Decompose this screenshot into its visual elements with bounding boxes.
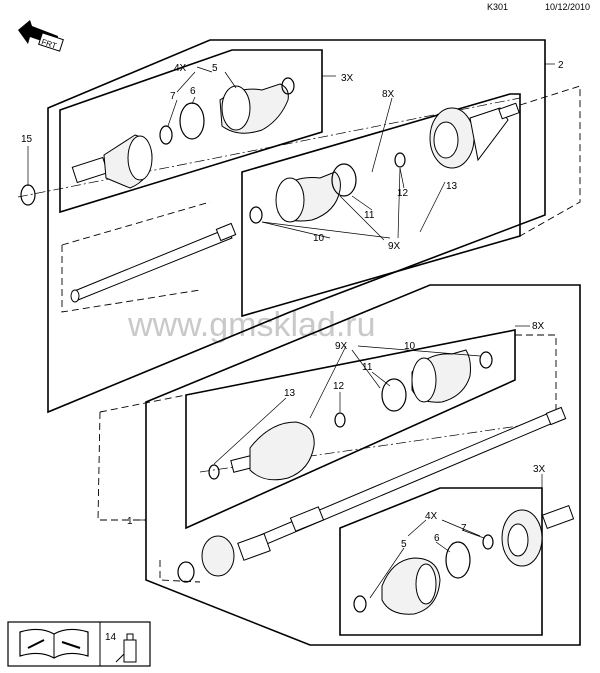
- label-1: 1: [127, 516, 133, 527]
- boot-5-lower: [381, 557, 441, 615]
- dash-lower-b: [99, 394, 187, 413]
- label-10-lower: 10: [404, 341, 416, 352]
- label-11-lower: 11: [362, 362, 373, 373]
- frame-outer-joint-kit-top: [59, 49, 323, 214]
- dash-upper-c: [519, 85, 581, 237]
- label-13-upper: 13: [446, 181, 458, 192]
- label-12-upper: 12: [397, 188, 409, 199]
- label-7-upper: 7: [170, 91, 176, 102]
- service-manual-icon: [19, 628, 89, 659]
- snap-ring-13-lower: [208, 464, 220, 480]
- clamp-small-upper: [281, 77, 295, 95]
- label-5-upper: 5: [212, 63, 218, 74]
- label-10-upper: 10: [313, 233, 325, 244]
- axis-upper: [17, 97, 521, 198]
- boot-5-upper: [219, 83, 289, 134]
- dash-lower-c: [515, 334, 557, 412]
- clamp-small-9-upper: [249, 206, 263, 224]
- outer-cv-joint-lower: [501, 504, 575, 567]
- label-14: 14: [105, 632, 117, 643]
- clamp-11-lower: [381, 378, 407, 412]
- dash-lower-a: [97, 411, 146, 521]
- drive-shaft-upper: [70, 222, 237, 303]
- grease-tube-icon: [115, 633, 137, 663]
- clamp-6-lower: [445, 541, 471, 579]
- label-2: 2: [558, 60, 564, 71]
- snap-ring-12-upper: [394, 152, 406, 168]
- frame-inner-joint-kit-lower: [185, 329, 516, 530]
- label-5-lower: 5: [401, 539, 407, 550]
- label-12-lower: 12: [333, 381, 345, 392]
- label-7-lower: 7: [461, 523, 467, 534]
- snap-ring-lower-left: [177, 561, 195, 583]
- dash-lower-d: [159, 560, 201, 583]
- label-3x-upper: 3X: [341, 73, 354, 84]
- clamp-small-lower: [353, 595, 367, 613]
- label-3x-lower: 3X: [533, 464, 546, 475]
- label-8x-upper: 8X: [382, 89, 395, 100]
- diagram-date: 10/12/2010: [545, 2, 590, 12]
- label-4x-upper: 4X: [174, 63, 187, 74]
- frame-assembly-1: [145, 284, 581, 646]
- label-13-lower: 13: [284, 388, 296, 399]
- snap-ring-12-lower: [334, 412, 346, 428]
- boot-10-lower: [411, 349, 471, 403]
- inner-tripod-joint-lower: [230, 421, 315, 481]
- inner-tripod-joint-upper: [429, 102, 520, 169]
- front-arrow-icon: FRT: [18, 20, 64, 52]
- label-4x-lower: 4X: [425, 511, 438, 522]
- intermediate-bearing-lower: [201, 533, 271, 577]
- label-15: 15: [21, 134, 33, 145]
- label-6-lower: 6: [434, 533, 440, 544]
- boot-11-upper: [275, 171, 341, 223]
- legend-box: 14: [7, 621, 151, 667]
- snap-ring-15: [20, 184, 36, 206]
- label-8x-lower: 8X: [532, 321, 545, 332]
- label-6-upper: 6: [190, 86, 196, 97]
- frame-inner-joint-kit-top: [241, 93, 521, 318]
- dash-upper-b: [61, 245, 201, 313]
- frame-assembly-2: [47, 39, 546, 414]
- frame-outer-joint-kit-lower: [339, 487, 543, 636]
- clamp-10-upper: [331, 163, 357, 197]
- snap-ring-7-upper: [159, 125, 173, 145]
- clamp-small-9-lower: [479, 351, 493, 369]
- outer-cv-joint-upper: [71, 134, 153, 189]
- diagram-code: K301: [487, 2, 508, 12]
- label-11-upper: 11: [364, 210, 375, 221]
- clamp-6-upper: [179, 102, 205, 140]
- label-9x-lower: 9X: [335, 341, 348, 352]
- dash-upper-a: [61, 201, 211, 246]
- snap-ring-7-lower: [482, 534, 494, 550]
- watermark: www.gmsklad.ru: [127, 306, 376, 344]
- label-9x-upper: 9X: [388, 241, 401, 252]
